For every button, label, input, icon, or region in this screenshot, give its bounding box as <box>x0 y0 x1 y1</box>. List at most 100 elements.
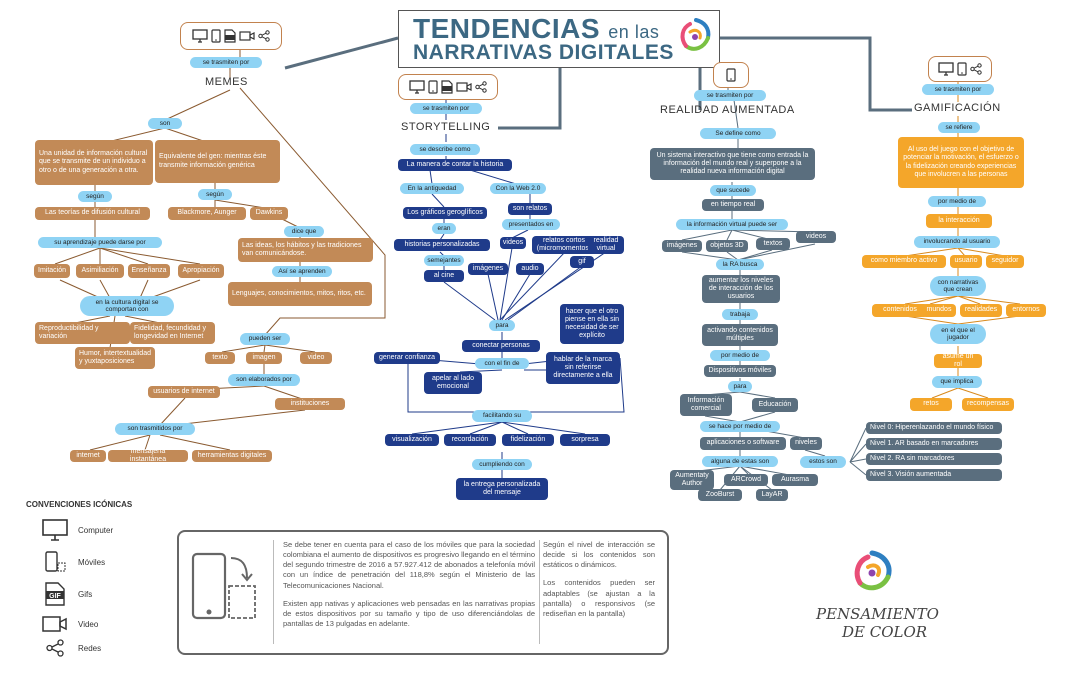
ra-informacion-comercial: Información comercial <box>680 394 732 416</box>
memes-humor: Humor, intertextualidad y yuxtaposicione… <box>75 347 155 369</box>
storytelling-cumpliendo: cumpliendo con <box>472 459 532 470</box>
ra-connector: se trasmiten por <box>694 90 766 101</box>
gif-icon <box>441 80 453 94</box>
convention-computer: Computer <box>40 518 113 542</box>
ra-sucede: que sucede <box>710 185 756 196</box>
convention-gifs: GIF Gifs <box>40 582 92 606</box>
memes-internet: internet <box>70 450 106 462</box>
memes-connector: se trasmiten por <box>190 57 262 68</box>
ra-zooburst: ZooBurst <box>698 489 742 501</box>
storytelling-con-fin: con el fin de <box>475 358 529 369</box>
gif-icon: GIF <box>45 582 65 606</box>
computer-icon <box>42 519 68 541</box>
memes-heading: MEMES <box>205 76 248 88</box>
svg-text:PENSAMIENTO: PENSAMIENTO <box>815 605 939 623</box>
memes-segun-2: según <box>198 189 232 200</box>
memes-dawkins: Dawkins <box>250 207 288 220</box>
ra-nivel-3: Nivel 3. Visión aumentada <box>866 469 1002 481</box>
storytelling-fidelizacion: fidelización <box>502 434 554 446</box>
gamificacion-interaccion: la interacción <box>926 214 992 228</box>
ra-nivel-1: Nivel 1. AR basado en marcadores <box>866 438 1002 450</box>
pensamiento-logo-icon: PENSAMIENTO DE COLOR <box>815 550 939 641</box>
storytelling-apelar: apelar al lado emocional <box>424 372 482 394</box>
gamificacion-implica: que implica <box>932 376 982 388</box>
gamificacion-heading: GAMIFICACIÓN <box>914 102 1001 114</box>
mobile-icon <box>211 29 221 43</box>
gif-icon <box>224 29 236 43</box>
computer-icon <box>938 62 954 76</box>
ra-heading: REALIDAD AUMENTADA <box>660 104 795 116</box>
storytelling-generar: generar confianza <box>374 352 440 364</box>
convention-video: Video <box>40 612 98 636</box>
ra-busca: la RA busca <box>716 259 764 270</box>
memes-instituciones: instituciones <box>275 398 345 410</box>
mobile-icon <box>726 68 736 82</box>
conventions-title: CONVENCIONES ICÓNICAS <box>26 500 133 509</box>
ra-layar: LayAR <box>756 489 788 501</box>
gamificacion-def: Al uso del juego con el objetivo de pote… <box>898 137 1024 188</box>
gamificacion-miembro: como miembro activo <box>862 255 946 268</box>
gamificacion-contenidos: contenidos <box>872 304 928 317</box>
storytelling-gif: gif <box>570 256 594 268</box>
memes-texto: texto <box>205 352 235 364</box>
storytelling-conectar: conectar personas <box>462 340 540 352</box>
storytelling-relatos: son relatos <box>508 203 552 215</box>
video-icon <box>42 616 67 632</box>
ra-define: Se define como <box>700 128 776 139</box>
mobile-note-box: Se debe tener en cuenta para el caso de … <box>177 530 669 655</box>
note-column-1: Se debe tener en cuenta para el caso de … <box>283 540 535 628</box>
gamificacion-refiere: se refiere <box>938 122 980 133</box>
storytelling-graficos: Los gráficos geroglíficos <box>403 207 487 219</box>
gamificacion-jugador: en el que el jugador <box>930 324 986 344</box>
memes-asi-aprenden: Así se aprenden <box>272 266 332 277</box>
ra-info-virtual: la información virtual puede ser <box>676 219 788 230</box>
memes-teorias: Las teorías de difusión cultural <box>35 207 150 220</box>
ra-arcrowd: ARCrowd <box>724 474 768 486</box>
share-icon <box>46 639 64 657</box>
share-icon <box>475 81 487 93</box>
memes-mensajeria: mensajería instantánea <box>108 448 188 463</box>
ra-nivel-0: Nivel 0: Hiperenlazando el mundo físico <box>866 422 1002 434</box>
storytelling-visualizacion: visualización <box>385 434 439 446</box>
storytelling-relatos-cortos: relatos cortos (micromomentos) <box>532 236 596 254</box>
gamificacion-involucrando: involucrando al usuario <box>914 236 1000 248</box>
gamificacion-seguidor: seguidor <box>986 255 1024 268</box>
convention-moviles: Móviles <box>40 550 105 574</box>
mobile-responsive-icon <box>189 550 259 630</box>
gamificacion-media-icons <box>928 56 992 82</box>
storytelling-sorpresa: sorpresa <box>560 434 610 446</box>
memes-fidelidad: Fidelidad, fecundidad y longevidad en In… <box>130 322 215 344</box>
memes-asimilacion: Asimiliación <box>76 264 124 278</box>
svg-text:DE COLOR: DE COLOR <box>841 623 927 641</box>
storytelling-hablar: hablar de la marca sin referirse directa… <box>546 352 620 384</box>
ra-alguna: alguna de estas son <box>702 456 778 467</box>
gamificacion-por-medio: por medio de <box>928 196 986 207</box>
memes-son: son <box>148 118 182 129</box>
ra-aumentaty: Aumentaty Author <box>670 470 714 490</box>
storytelling-cine: al cine <box>424 270 464 282</box>
ra-tiempo-real: en tiempo real <box>702 199 764 211</box>
note-column-2: Según el nivel de interacción se decide … <box>543 540 655 618</box>
title-line1: TENDENCIAS en las <box>413 13 660 44</box>
gamificacion-realidades: realidades <box>960 304 1002 317</box>
memes-dice-que: dice que <box>284 226 324 237</box>
convention-redes: Redes <box>40 636 101 660</box>
share-icon <box>258 30 270 42</box>
storytelling-manera: La manera de contar la historia <box>398 159 512 171</box>
storytelling-presentados: presentados en <box>502 219 560 230</box>
gamificacion-mundos: mundos <box>922 304 956 317</box>
storytelling-antiguedad: En la antiguedad <box>400 183 464 194</box>
memes-reproductibilidad: Reproductibilidad y variación <box>35 322 130 344</box>
storytelling-describe: se describe como <box>410 144 480 155</box>
mobile-icon <box>957 62 967 76</box>
ra-nivel-2: Nivel 2. RA sin marcadores <box>866 453 1002 465</box>
gamificacion-narrativas: con narrativas que crean <box>930 276 986 296</box>
memes-ensenanza: Enseñanza <box>128 264 170 278</box>
ra-estos-son: estos son <box>800 456 846 468</box>
storytelling-audio: audio <box>516 263 544 275</box>
memes-ideas: Las ideas, los hábitos y las tradiciones… <box>238 238 373 262</box>
title-line2: NARRATIVAS DIGITALES <box>413 41 674 64</box>
memes-aprendizaje: su aprendizaje puede darse por <box>38 237 162 248</box>
memes-video: video <box>300 352 332 364</box>
memes-media-icons <box>180 22 282 50</box>
